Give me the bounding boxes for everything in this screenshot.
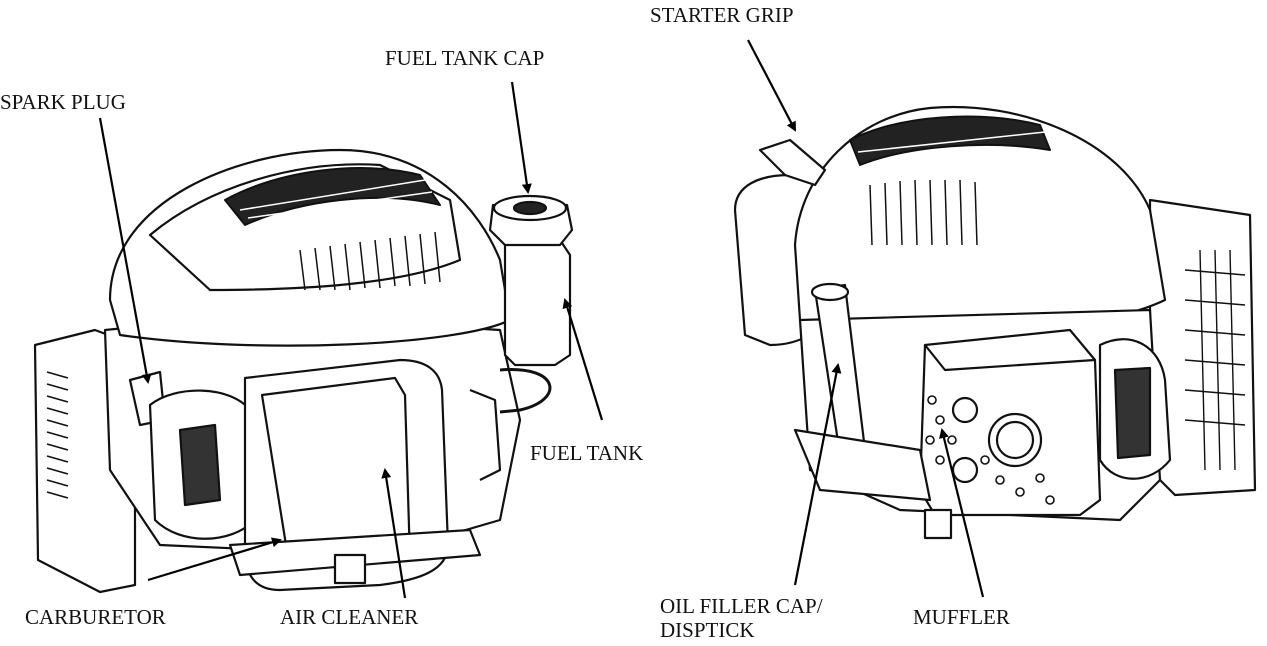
label-air-cleaner: AIR CLEANER <box>280 605 419 629</box>
label-fuel-tank: FUEL TANK <box>530 441 644 465</box>
leader-carburetor <box>147 537 282 582</box>
leader-muffler <box>939 428 985 598</box>
label-starter-grip: STARTER GRIP <box>650 3 794 27</box>
leader-air-cleaner <box>381 468 407 599</box>
label-fuel-tank-cap: FUEL TANK CAP <box>385 46 545 70</box>
leader-spark-plug <box>98 117 152 384</box>
label-carburetor: CARBURETOR <box>25 605 166 629</box>
label-oil-filler-line2: DISPTICK <box>660 618 755 642</box>
leader-oil-filler <box>793 363 842 586</box>
label-oil-filler-line1: OIL FILLER CAP/ <box>660 594 823 618</box>
label-spark-plug: SPARK PLUG <box>0 90 126 114</box>
label-muffler: MUFFLER <box>913 605 1010 629</box>
left-engine-drawing <box>33 148 574 594</box>
leader-fuel-tank-cap <box>510 81 532 194</box>
leader-lines <box>98 39 985 599</box>
leader-fuel-tank <box>562 298 604 421</box>
leader-starter-grip <box>747 39 796 132</box>
right-engine-drawing <box>733 105 1257 540</box>
